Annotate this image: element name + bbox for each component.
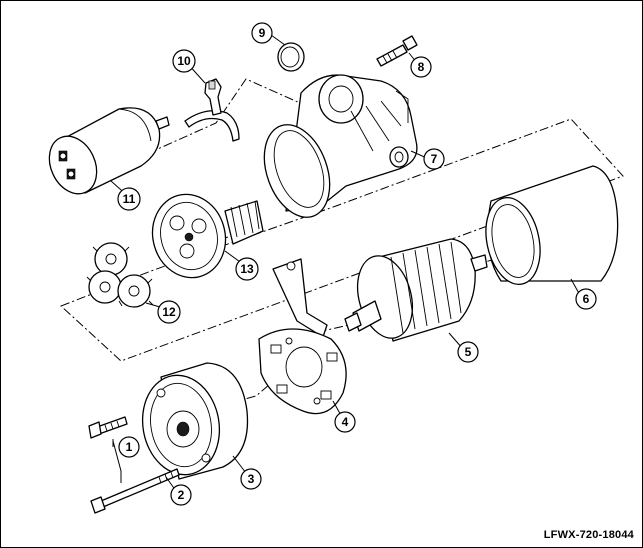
- callout-6: 6: [575, 288, 597, 310]
- callout-4-label: 4: [342, 415, 349, 429]
- callout-10: 10: [172, 49, 196, 73]
- end-frame-part: [141, 362, 249, 480]
- callout-9: 9: [251, 22, 273, 44]
- callout-13: 13: [235, 257, 259, 281]
- callout-2-label: 2: [178, 488, 185, 502]
- solenoid-part: [48, 107, 170, 195]
- callout-5-label: 5: [465, 345, 472, 359]
- callout-7: 7: [423, 148, 445, 170]
- callout-9-label: 9: [259, 26, 266, 40]
- callout-7-label: 7: [431, 152, 438, 166]
- planetary-drive-part: [151, 193, 264, 279]
- washer-part: [277, 42, 305, 72]
- field-frame-part: [485, 165, 619, 286]
- callout-5: 5: [457, 341, 479, 363]
- callout-2: 2: [170, 484, 192, 506]
- through-bolt-lower-part: [90, 468, 180, 514]
- callout-1-label: 1: [126, 440, 133, 454]
- callout-12: 12: [157, 300, 181, 324]
- callout-4: 4: [334, 411, 356, 433]
- brush-holder-part: [258, 258, 347, 415]
- planetary-gears-part: [86, 242, 154, 308]
- callout-13-label: 13: [240, 262, 254, 276]
- callout-3-label: 3: [248, 472, 255, 486]
- figure-code: LFWX-720-18044: [543, 529, 634, 541]
- drive-housing-part: [263, 74, 418, 218]
- through-bolt-upper-part: [376, 35, 418, 67]
- armature-part: [344, 238, 488, 342]
- callout-8-label: 8: [418, 60, 425, 74]
- callout-1: 1: [118, 436, 140, 458]
- screw-part: [88, 416, 128, 439]
- callout-11-label: 11: [123, 192, 136, 206]
- callout-10-label: 10: [177, 54, 191, 68]
- callout-8: 8: [410, 56, 432, 78]
- callout-11: 11: [117, 187, 141, 211]
- shift-lever-part: [184, 78, 240, 142]
- callout-6-label: 6: [583, 292, 590, 306]
- callout-3: 3: [240, 468, 262, 490]
- callout-12-label: 12: [162, 305, 176, 319]
